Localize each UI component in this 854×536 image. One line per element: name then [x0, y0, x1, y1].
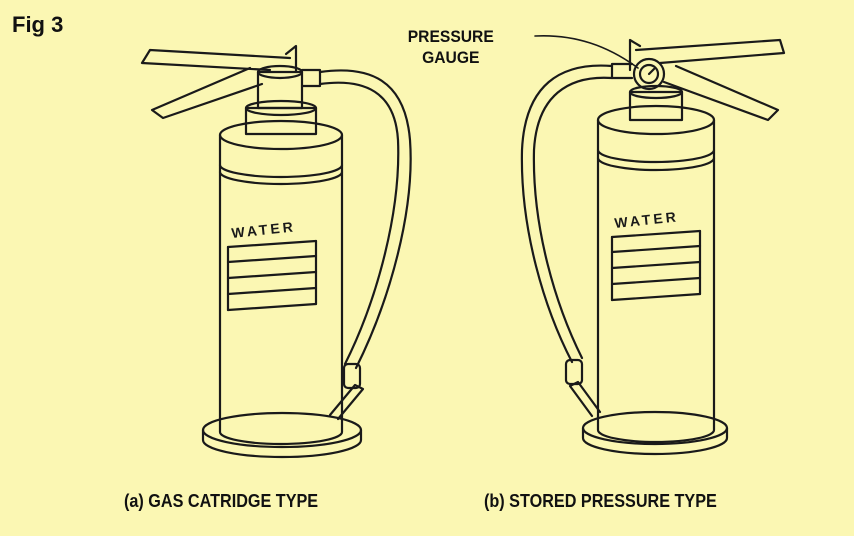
handle-left [140, 44, 298, 120]
base-ring-left [201, 411, 363, 459]
hose-bracket-left [328, 383, 365, 421]
callout-line-2: GAUGE [422, 48, 480, 67]
callout-line-1: PRESSURE [407, 27, 494, 46]
extinguisher-stored-pressure [520, 34, 786, 456]
water-label-left: WATER [231, 218, 297, 241]
valve-right [628, 84, 684, 122]
cylinder-right [596, 104, 716, 444]
figure-label: Fig 3 [12, 12, 64, 37]
hose-fitting-right [610, 62, 634, 80]
water-label-right: WATER [614, 208, 680, 231]
cap-left [244, 64, 318, 136]
hose-left [318, 69, 412, 390]
caption-stored-pressure-type: (b) STORED PRESSURE TYPE [484, 491, 717, 511]
base-ring-right [581, 410, 729, 456]
pressure-gauge [632, 57, 666, 91]
caption-gas-cartridge-type: (a) GAS CATRIDGE TYPE [124, 491, 319, 511]
pressure-gauge-callout: PRESSURE GAUGE [408, 26, 494, 68]
label-plate-left [226, 239, 318, 312]
hose-bracket-right [568, 380, 602, 418]
label-plate-right [610, 229, 702, 302]
extinguisher-gas-cartridge [140, 44, 412, 459]
hose-right [520, 64, 614, 386]
handle-right [628, 38, 786, 122]
hose-fitting-left [300, 68, 322, 88]
cylinder-left [218, 119, 344, 446]
callout-leader [534, 34, 639, 69]
